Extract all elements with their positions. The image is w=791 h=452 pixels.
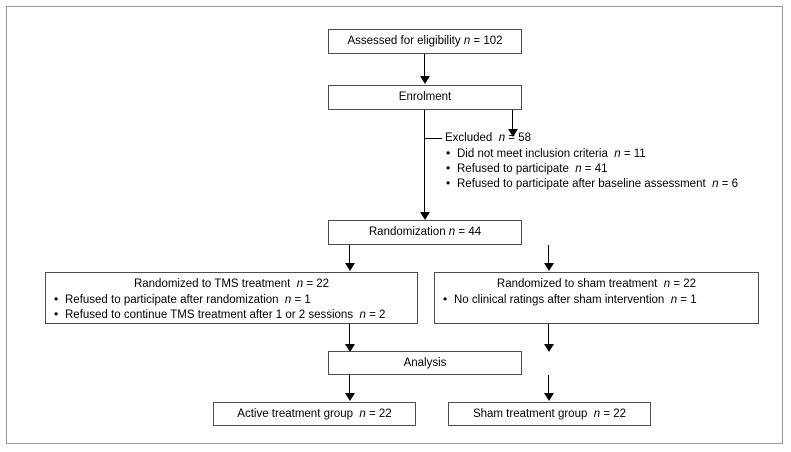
- arrowhead-analysis-to-sham-result: [544, 393, 554, 401]
- tms-group-list: Refused to participate after randomizati…: [53, 292, 410, 323]
- node-analysis: Analysis: [328, 351, 522, 375]
- node-tms-treatment-group: Randomized to TMS treatment n = 22 Refus…: [45, 272, 418, 324]
- arrowhead-analysis-to-active: [345, 393, 355, 401]
- node-randomization: Randomization n = 44: [328, 220, 522, 245]
- arrowhead-enrolment-to-randomization: [420, 212, 430, 220]
- arrowhead-tms-to-analysis: [345, 344, 355, 352]
- node-enrolment-label: Enrolment: [398, 91, 452, 104]
- list-item: Refused to participate after randomizati…: [53, 292, 410, 308]
- node-excluded: Excluded n = 58 Did not meet inclusion c…: [445, 131, 738, 192]
- list-item: Did not meet inclusion criteria n = 11: [445, 146, 738, 162]
- node-analysis-label: Analysis: [403, 356, 447, 369]
- node-enrolment: Enrolment: [328, 85, 522, 110]
- tms-group-title: Randomized to TMS treatment n = 22: [133, 278, 330, 290]
- connector-enrolment-to-randomization: [424, 110, 425, 215]
- excluded-title: Excluded n = 58: [445, 132, 532, 144]
- node-active-treatment-result: Active treatment group n = 22: [213, 402, 416, 426]
- connector-enrolment-to-excluded: [512, 110, 513, 131]
- connector-analysis-to-sham-result: [548, 375, 549, 395]
- list-item: No clinical ratings after sham intervent…: [442, 292, 751, 308]
- connector-tms-to-analysis: [349, 324, 350, 346]
- figure-frame: Assessed for eligibility n = 102 Enrolme…: [6, 6, 783, 444]
- connector-assessed-to-enrolment: [424, 54, 425, 78]
- active-result-label: Active treatment group n = 22: [237, 407, 392, 420]
- connector-analysis-to-active: [349, 375, 350, 395]
- arrowhead-randomization-to-sham: [544, 263, 554, 271]
- list-item: Refused to continue TMS treatment after …: [53, 307, 410, 323]
- connector-randomization-to-sham: [548, 245, 549, 265]
- excluded-reason-list: Did not meet inclusion criteria n = 11 R…: [445, 146, 738, 192]
- connector-randomization-to-tms: [349, 245, 350, 265]
- list-item: Refused to participate after baseline as…: [445, 176, 738, 192]
- sham-group-list: No clinical ratings after sham intervent…: [442, 292, 751, 308]
- node-assessed-label: Assessed for eligibility n = 102: [347, 35, 503, 48]
- node-randomization-label: Randomization n = 44: [368, 226, 482, 239]
- node-sham-treatment-result: Sham treatment group n = 22: [448, 402, 651, 426]
- connector-sham-to-analysis: [548, 324, 549, 346]
- arrowhead-randomization-to-tms: [345, 263, 355, 271]
- arrowhead-assessed-to-enrolment: [420, 76, 430, 84]
- list-item: Refused to participate n = 41: [445, 161, 738, 177]
- node-assessed-for-eligibility: Assessed for eligibility n = 102: [328, 29, 522, 54]
- arrowhead-enrolment-to-excluded: [508, 129, 518, 137]
- connector-branch-to-excluded: [424, 138, 442, 139]
- arrowhead-sham-to-analysis: [544, 344, 554, 352]
- sham-result-label: Sham treatment group n = 22: [472, 407, 627, 420]
- node-sham-treatment-group: Randomized to sham treatment n = 22 No c…: [434, 272, 759, 324]
- sham-group-title: Randomized to sham treatment n = 22: [496, 278, 697, 290]
